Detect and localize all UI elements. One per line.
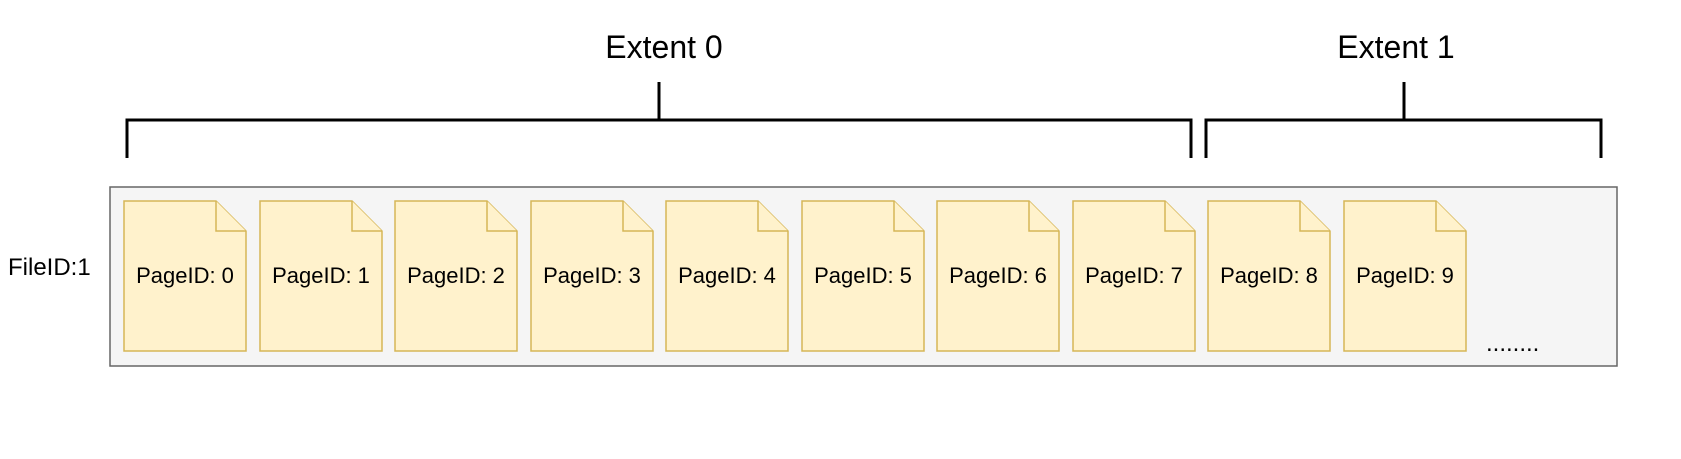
page-card-8: PageID: 8 — [1207, 200, 1331, 352]
extent-1-title: Extent 1 — [1337, 29, 1454, 65]
page-card-2: PageID: 2 — [394, 200, 518, 352]
page-card-0: PageID: 0 — [123, 200, 247, 352]
more-pages-ellipsis: ........ — [1486, 330, 1539, 357]
page-list: PageID: 0 PageID: 1 PageID: 2 PageID: 3 … — [123, 200, 1467, 352]
page-label: PageID: 9 — [1356, 263, 1454, 288]
page-card-5: PageID: 5 — [801, 200, 925, 352]
page-label: PageID: 5 — [814, 263, 912, 288]
page-card-1: PageID: 1 — [259, 200, 383, 352]
page-card-9: PageID: 9 — [1343, 200, 1467, 352]
page-label: PageID: 6 — [949, 263, 1047, 288]
extent-0-title: Extent 0 — [605, 29, 722, 65]
page-label: PageID: 1 — [272, 263, 370, 288]
file-id-label: FileID:1 — [8, 254, 91, 281]
page-card-7: PageID: 7 — [1072, 200, 1196, 352]
page-label: PageID: 3 — [543, 263, 641, 288]
extent-1-bracket — [1204, 82, 1603, 158]
extent-0-bracket — [125, 82, 1193, 158]
page-label: PageID: 8 — [1220, 263, 1318, 288]
page-label: PageID: 2 — [407, 263, 505, 288]
page-label: PageID: 0 — [136, 263, 234, 288]
page-label: PageID: 7 — [1085, 263, 1183, 288]
page-card-6: PageID: 6 — [936, 200, 1060, 352]
page-card-3: PageID: 3 — [530, 200, 654, 352]
page-label: PageID: 4 — [678, 263, 776, 288]
page-card-4: PageID: 4 — [665, 200, 789, 352]
